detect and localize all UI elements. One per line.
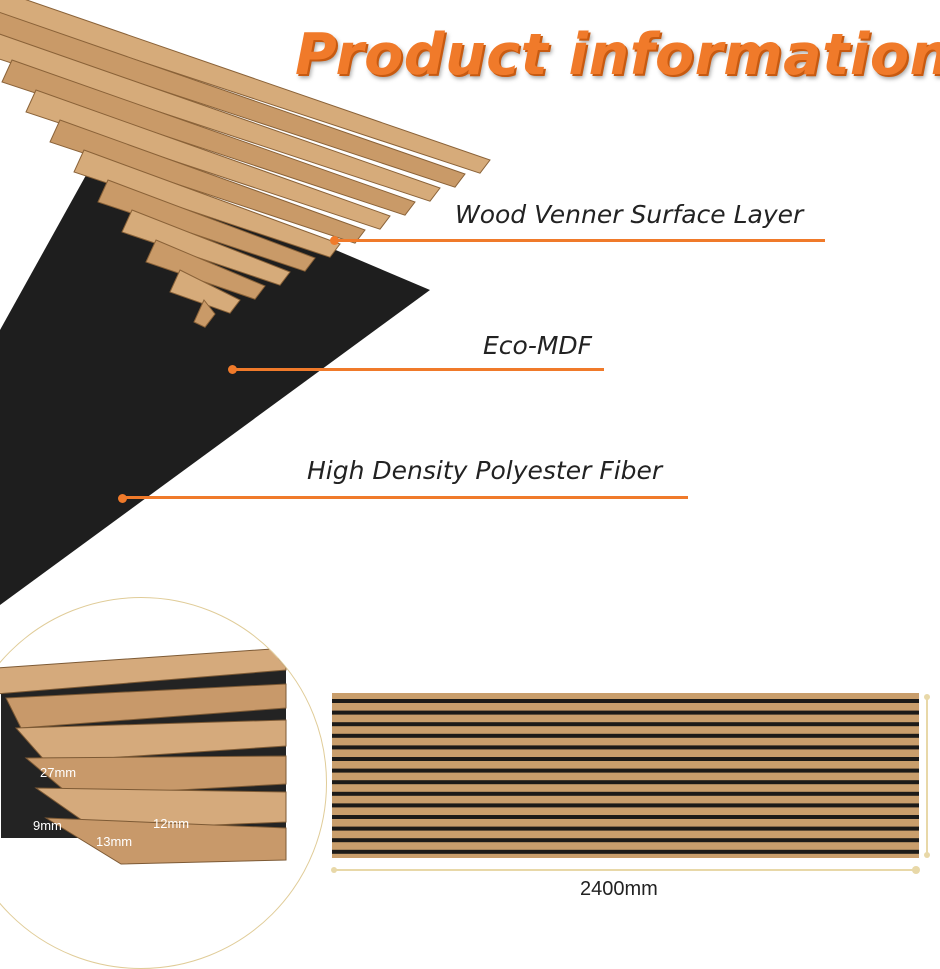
panel-groove [332,791,919,796]
slat-height-label: 12mm [153,816,190,831]
page-title: Product information [295,22,940,88]
panel-groove [332,745,919,750]
closeup-slat [0,647,287,695]
panel-groove [332,768,919,773]
layer-pointer-line [122,496,688,499]
wood-slat [0,33,441,202]
panel-front-view [331,693,930,874]
panel-groove [332,757,919,761]
layer-pointer-line [232,368,604,371]
panel-groove [332,780,919,785]
panel-groove [332,838,919,843]
wood-slat [97,179,316,272]
closeup-slat [5,683,287,729]
panel-groove [332,815,919,819]
panel-groove [332,699,919,703]
closeup-slat [44,817,287,865]
wood-slat [1,59,416,216]
exploded-panel-illustration [0,0,491,605]
layer-label-fiber: High Density Polyester Fiber [307,456,663,485]
panel-groove [332,733,919,738]
wood-slat [49,119,366,244]
panel-length-label: 2400mm [580,878,658,900]
wood-slat [121,209,291,286]
wood-slat [0,11,466,188]
wood-slat [193,299,216,328]
closeup-slat [24,755,287,797]
layer-label-mdf: Eco-MDF [483,331,593,360]
panel-groove [332,710,919,715]
panel-groove [332,803,919,808]
felt-backing [0,150,430,605]
layer-pointer-dot [228,365,237,374]
panel-groove [332,849,919,854]
wood-slat [169,269,241,314]
panel-groove [332,722,919,727]
closeup-slat [34,787,287,831]
closeup-slats-illustration [0,647,287,865]
slat-width-label: 27mm [40,765,77,780]
base-thickness-label: 9mm [33,818,62,833]
gap-label: 13mm [96,834,133,849]
panel-height-label: 600mm [936,736,940,803]
wood-slat [145,239,266,300]
layer-pointer-line [335,239,825,242]
closeup-circle [0,597,327,969]
layer-pointer-dot [330,236,339,245]
closeup-slat [14,719,287,763]
panel-groove [332,826,919,831]
wood-slat [0,0,491,174]
layer-pointer-dot [118,494,127,503]
wood-slat [73,149,341,258]
wood-slat [25,89,391,230]
layer-label-surface: Wood Venner Surface Layer [455,200,804,229]
